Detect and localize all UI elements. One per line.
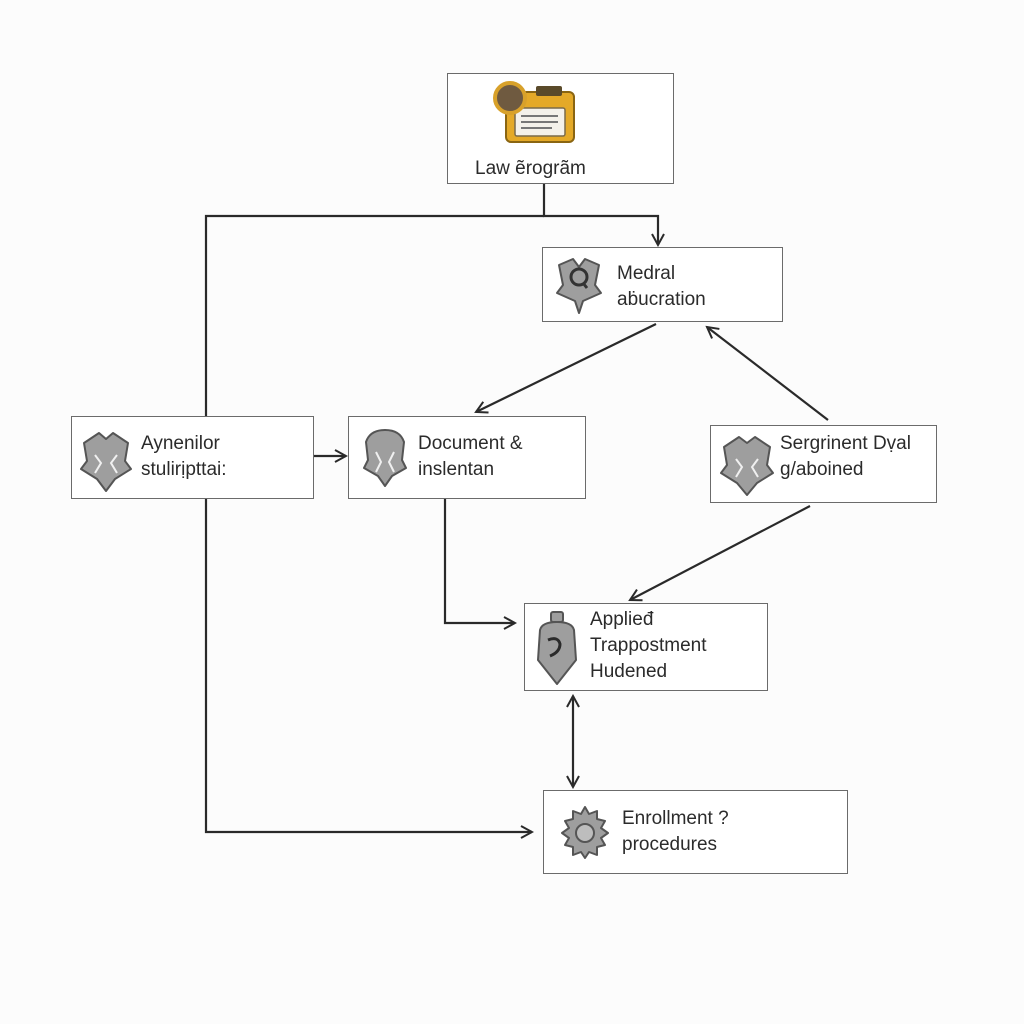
connector-left-rail-to-enrollment [204,499,532,832]
label-line: stulirịpttai: [141,459,227,480]
node-medral[interactable]: Medral aḃucration [542,247,783,322]
label-line: Medral [617,263,676,284]
node-enrollment-label: Enrollment ? procedures [622,806,729,858]
label-line: aḃucration [617,289,706,310]
label-line: Sergrinent Dṿal [780,433,911,454]
node-law-program-label: Law ẽrogrãm [475,156,586,182]
label-line: Applieđ [590,609,654,630]
node-applied-label: Applieđ Trappostment Hudened [590,607,707,685]
shield-icon [720,436,774,496]
node-document-label: Document & inslentan [418,431,523,483]
label-line: Document & [418,433,523,454]
label-line: procedures [622,834,718,855]
label-line: Trappostment [590,635,707,656]
gear-icon [561,806,609,859]
label-line: Hudened [590,661,668,682]
connector-sergrinent-to-applied [630,505,811,600]
connector-document-to-applied [443,499,515,623]
shield-icon [556,258,602,314]
label-line: inslentan [418,459,495,480]
label-line: g/aboined [780,459,864,480]
shield-icon [80,432,132,492]
node-sergrinent[interactable]: Sergrinent Dṿal g/aboined [710,425,937,503]
node-aynenilor[interactable]: Aynenilor stulirịpttai: [71,416,314,499]
shield-icon [537,611,577,685]
label-line: Aynenilor [141,433,220,454]
folder-magnifier-icon [493,81,575,143]
label-line: Law ẽrogrãm [475,158,586,179]
node-enrollment[interactable]: Enrollment ? procedures [543,790,848,874]
shield-icon [363,429,407,487]
node-applied[interactable]: Applieđ Trappostment Hudened [524,603,768,691]
node-medral-label: Medral aḃucration [617,261,706,313]
node-sergrinent-label: Sergrinent Dṿal g/aboined [780,431,911,483]
node-law-program[interactable]: Law ẽrogrãm [447,73,674,184]
node-document[interactable]: Document & inslentan [348,416,586,499]
connector-law-to-left-rail [204,214,544,416]
label-line: Enrollment ? [622,808,729,829]
connector-law-to-medral [542,184,658,245]
node-aynenilor-label: Aynenilor stulirịpttai: [141,431,227,483]
connector-sergrinent-to-medral [707,327,829,421]
connector-medral-to-document [476,323,657,412]
